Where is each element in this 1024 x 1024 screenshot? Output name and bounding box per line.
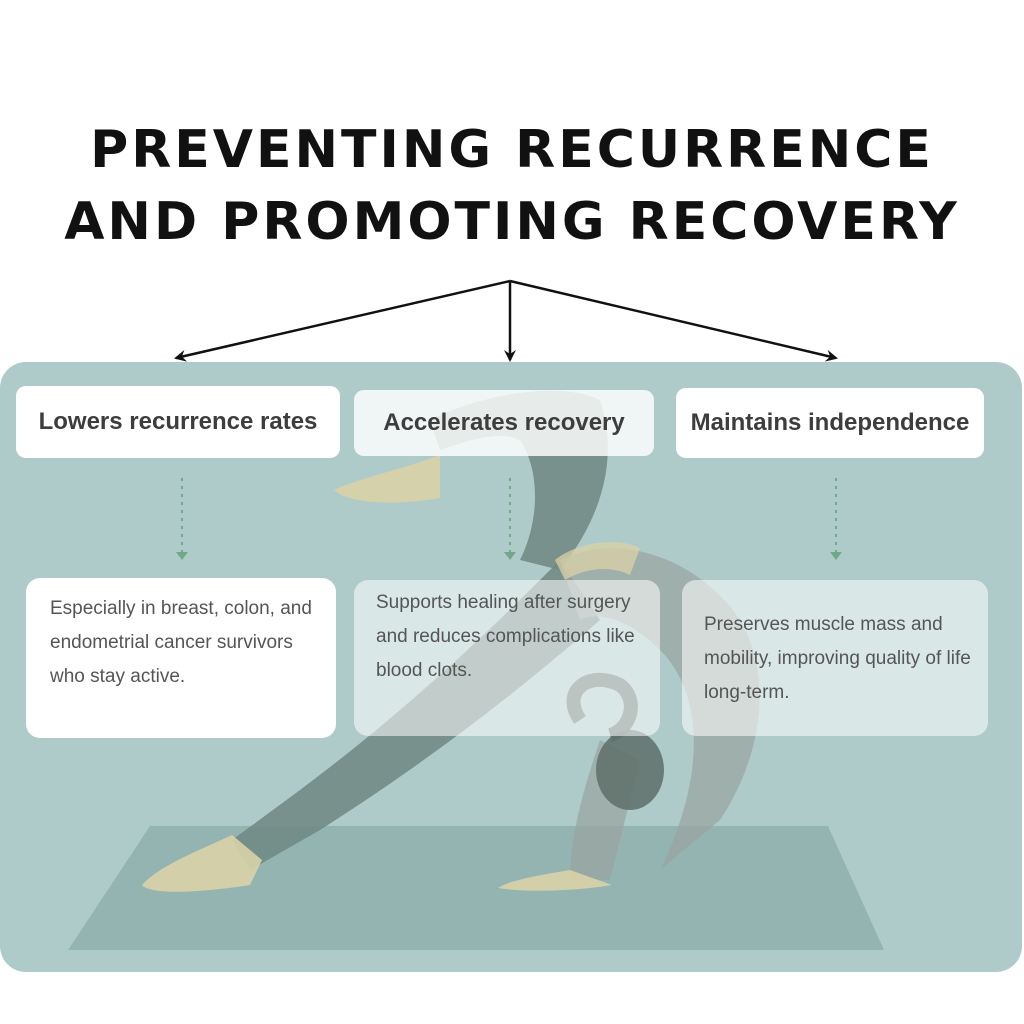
branch-description-3: Preserves muscle mass and mobility, impr… (682, 580, 988, 736)
branch-heading-2: Accelerates recovery (354, 390, 654, 456)
branch-description-2: Supports healing after surgery and reduc… (354, 580, 660, 736)
branch-description-1: Especially in breast, colon, and endomet… (26, 578, 336, 738)
arrow-to-branch-1 (174, 279, 511, 362)
branch-heading-3: Maintains independence (676, 388, 984, 458)
branch-heading-1: Lowers recurrence rates (16, 386, 340, 458)
arrow-to-branch-3 (509, 279, 838, 362)
title-line-2: AND PROMOTING RECOVERY (64, 192, 960, 252)
title-line-1: PREVENTING RECURRENCE (90, 120, 934, 180)
